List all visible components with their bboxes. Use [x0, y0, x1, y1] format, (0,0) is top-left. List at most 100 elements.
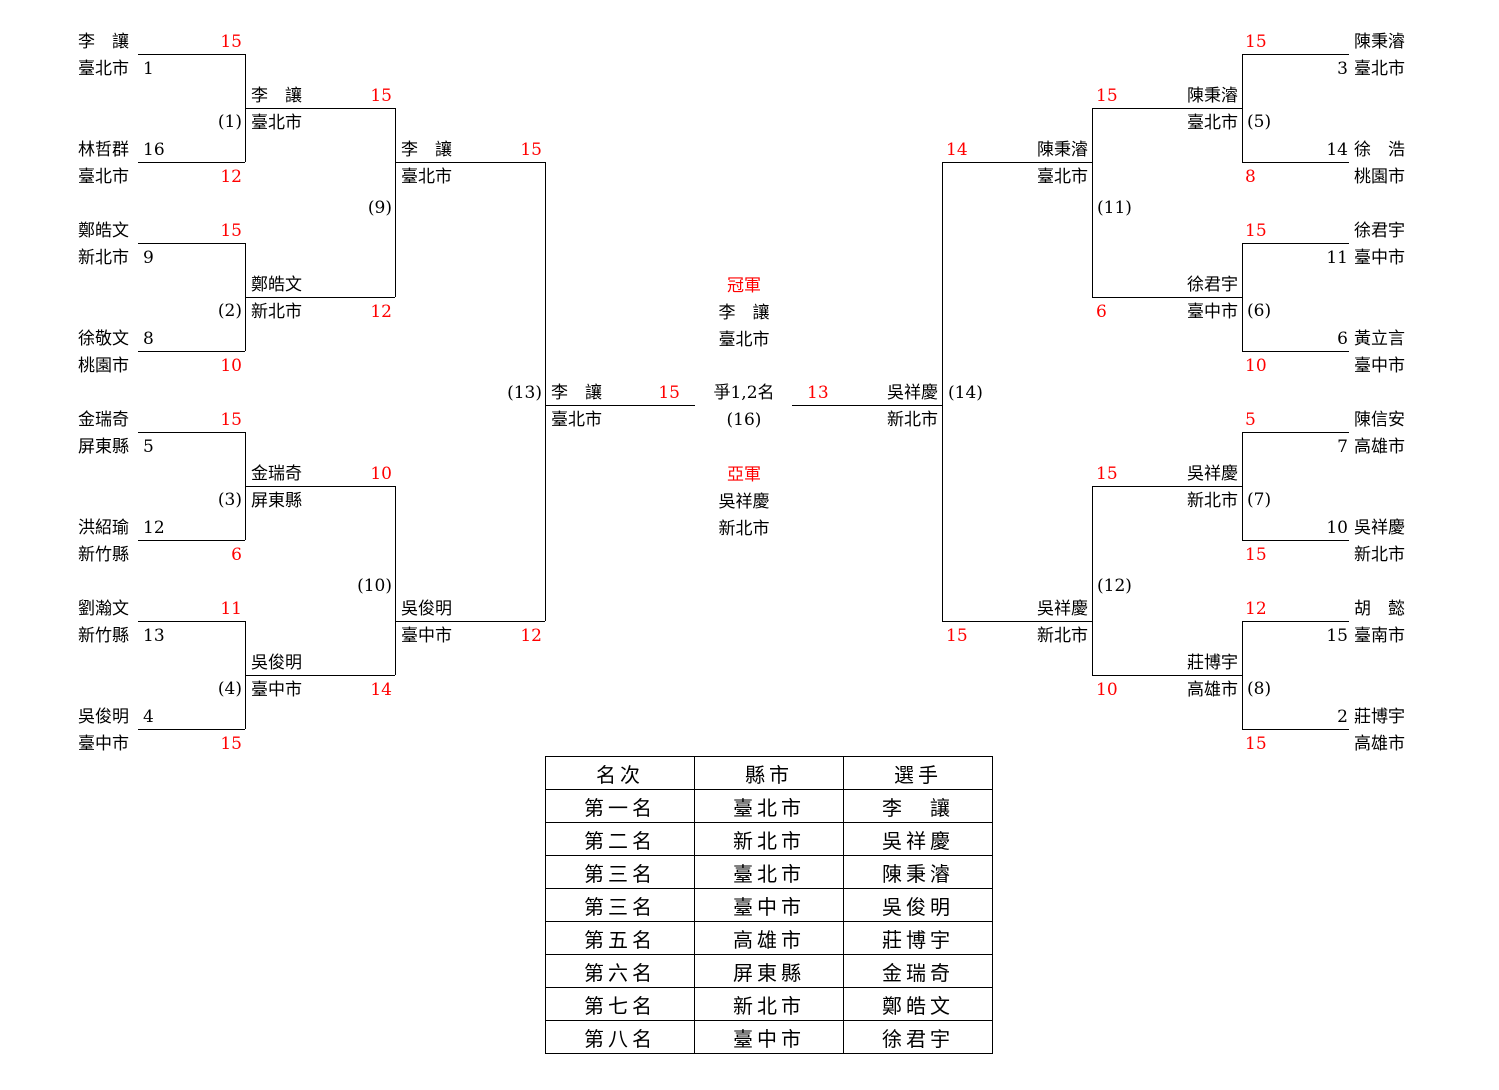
- bracket-line: [138, 54, 245, 55]
- match-number: (14): [948, 383, 983, 403]
- bracket-line: [1242, 729, 1349, 730]
- player-name: 鄭皓文: [78, 221, 129, 241]
- player-city: 新竹縣: [78, 545, 129, 565]
- score: 6: [231, 545, 242, 565]
- player-name: 吳俊明: [251, 653, 302, 673]
- seed-number: 10: [1326, 518, 1348, 538]
- bracket-line: [245, 486, 395, 487]
- bracket-line: [138, 729, 245, 730]
- player-name: 徐 浩: [1354, 140, 1405, 160]
- rank-cell: 第三名: [545, 888, 695, 922]
- rank-cell: 第七名: [545, 987, 695, 1021]
- player-city: 屏東縣: [78, 437, 129, 457]
- player-name: 陳信安: [1354, 410, 1405, 430]
- player-city: 新北市: [1037, 626, 1088, 646]
- ranking-row: 第八名臺中市徐君宇: [545, 1020, 993, 1054]
- runnerup-label: 亞軍: [727, 465, 761, 485]
- score: 14: [370, 680, 392, 700]
- final-label: 爭1,2名: [713, 383, 775, 403]
- bracket-line: [1242, 621, 1349, 622]
- player-name: 鄭皓文: [251, 275, 302, 295]
- seed-number: 16: [143, 140, 165, 160]
- player-name: 吳祥慶: [1354, 518, 1405, 538]
- ranking-row: 第二名新北市吳祥慶: [545, 822, 993, 856]
- match-number: (10): [357, 575, 392, 596]
- player-name: 林哲群: [78, 140, 129, 160]
- player-cell: 吳俊明: [843, 888, 993, 922]
- match-number: (7): [1247, 490, 1272, 510]
- score: 13: [807, 383, 829, 403]
- player-city: 臺北市: [78, 59, 129, 79]
- seed-number: 14: [1326, 140, 1348, 160]
- player-city: 新竹縣: [78, 626, 129, 646]
- city-cell: 新北市: [694, 822, 844, 856]
- score: 15: [1245, 545, 1267, 565]
- city-cell: 臺北市: [694, 789, 844, 823]
- player-city: 臺北市: [1354, 59, 1405, 79]
- match-number: (12): [1097, 575, 1132, 596]
- score: 10: [1096, 680, 1118, 700]
- bracket-line: [138, 243, 245, 244]
- player-name: 金瑞奇: [78, 410, 129, 430]
- player-city: 新北市: [1354, 545, 1405, 565]
- bracket-line: [942, 621, 1092, 622]
- player-city: 新北市: [1187, 491, 1238, 511]
- player-city: 臺北市: [1187, 113, 1238, 133]
- ranking-row: 第三名臺中市吳俊明: [545, 888, 993, 922]
- ranking-header-cell: 縣市: [694, 756, 844, 790]
- bracket-line: [1242, 243, 1243, 351]
- bracket-line: [395, 621, 545, 622]
- score: 15: [1245, 32, 1267, 52]
- city-cell: 臺中市: [694, 888, 844, 922]
- seed-number: 6: [1337, 329, 1348, 349]
- city-cell: 高雄市: [694, 921, 844, 955]
- player-name: 金瑞奇: [251, 464, 302, 484]
- match-number: (9): [367, 197, 392, 218]
- ranking-table: 名次縣市選手第一名臺北市李 讓第二名新北市吳祥慶第三名臺北市陳秉濬第三名臺中市吳…: [545, 756, 993, 1054]
- score: 11: [220, 599, 242, 619]
- bracket-line: [1242, 621, 1243, 729]
- score: 15: [658, 383, 680, 403]
- champion-city: 臺北市: [718, 330, 770, 350]
- player-city: 臺北市: [78, 167, 129, 187]
- bracket-line: [1092, 108, 1093, 297]
- score: 14: [946, 140, 968, 160]
- player-name: 吳祥慶: [1187, 464, 1238, 484]
- player-name: 莊博宇: [1354, 707, 1405, 727]
- bracket-line: [942, 162, 1092, 163]
- score: 15: [370, 86, 392, 106]
- score: 15: [946, 626, 968, 646]
- bracket-line: [138, 621, 245, 622]
- bracket-line: [1092, 675, 1242, 676]
- ranking-header-cell: 名次: [545, 756, 695, 790]
- bracket-line: [138, 432, 245, 433]
- player-cell: 鄭皓文: [843, 987, 993, 1021]
- player-city: 臺北市: [401, 167, 452, 187]
- score: 15: [520, 140, 542, 160]
- rank-cell: 第五名: [545, 921, 695, 955]
- score: 10: [220, 356, 242, 376]
- seed-number: 5: [143, 437, 154, 457]
- bracket-line: [138, 540, 245, 541]
- score: 15: [1245, 221, 1267, 241]
- ranking-row: 第五名高雄市莊博宇: [545, 921, 993, 955]
- player-city: 臺中市: [251, 680, 302, 700]
- match-number: (5): [1247, 112, 1272, 132]
- score: 12: [520, 626, 542, 646]
- runnerup-city: 新北市: [718, 519, 770, 539]
- rank-cell: 第三名: [545, 855, 695, 889]
- player-name: 徐君宇: [1354, 221, 1405, 241]
- score: 15: [1096, 86, 1118, 106]
- finalist-city: 新北市: [887, 410, 938, 430]
- player-city: 高雄市: [1354, 437, 1405, 457]
- player-city: 新北市: [78, 248, 129, 268]
- rank-cell: 第一名: [545, 789, 695, 823]
- city-cell: 屏東縣: [694, 954, 844, 988]
- city-cell: 新北市: [694, 987, 844, 1021]
- score: 12: [1245, 599, 1267, 619]
- seed-number: 3: [1337, 59, 1348, 79]
- player-city: 臺中市: [1354, 356, 1405, 376]
- seed-number: 15: [1326, 626, 1348, 646]
- score: 10: [370, 464, 392, 484]
- player-name: 莊博宇: [1187, 653, 1238, 673]
